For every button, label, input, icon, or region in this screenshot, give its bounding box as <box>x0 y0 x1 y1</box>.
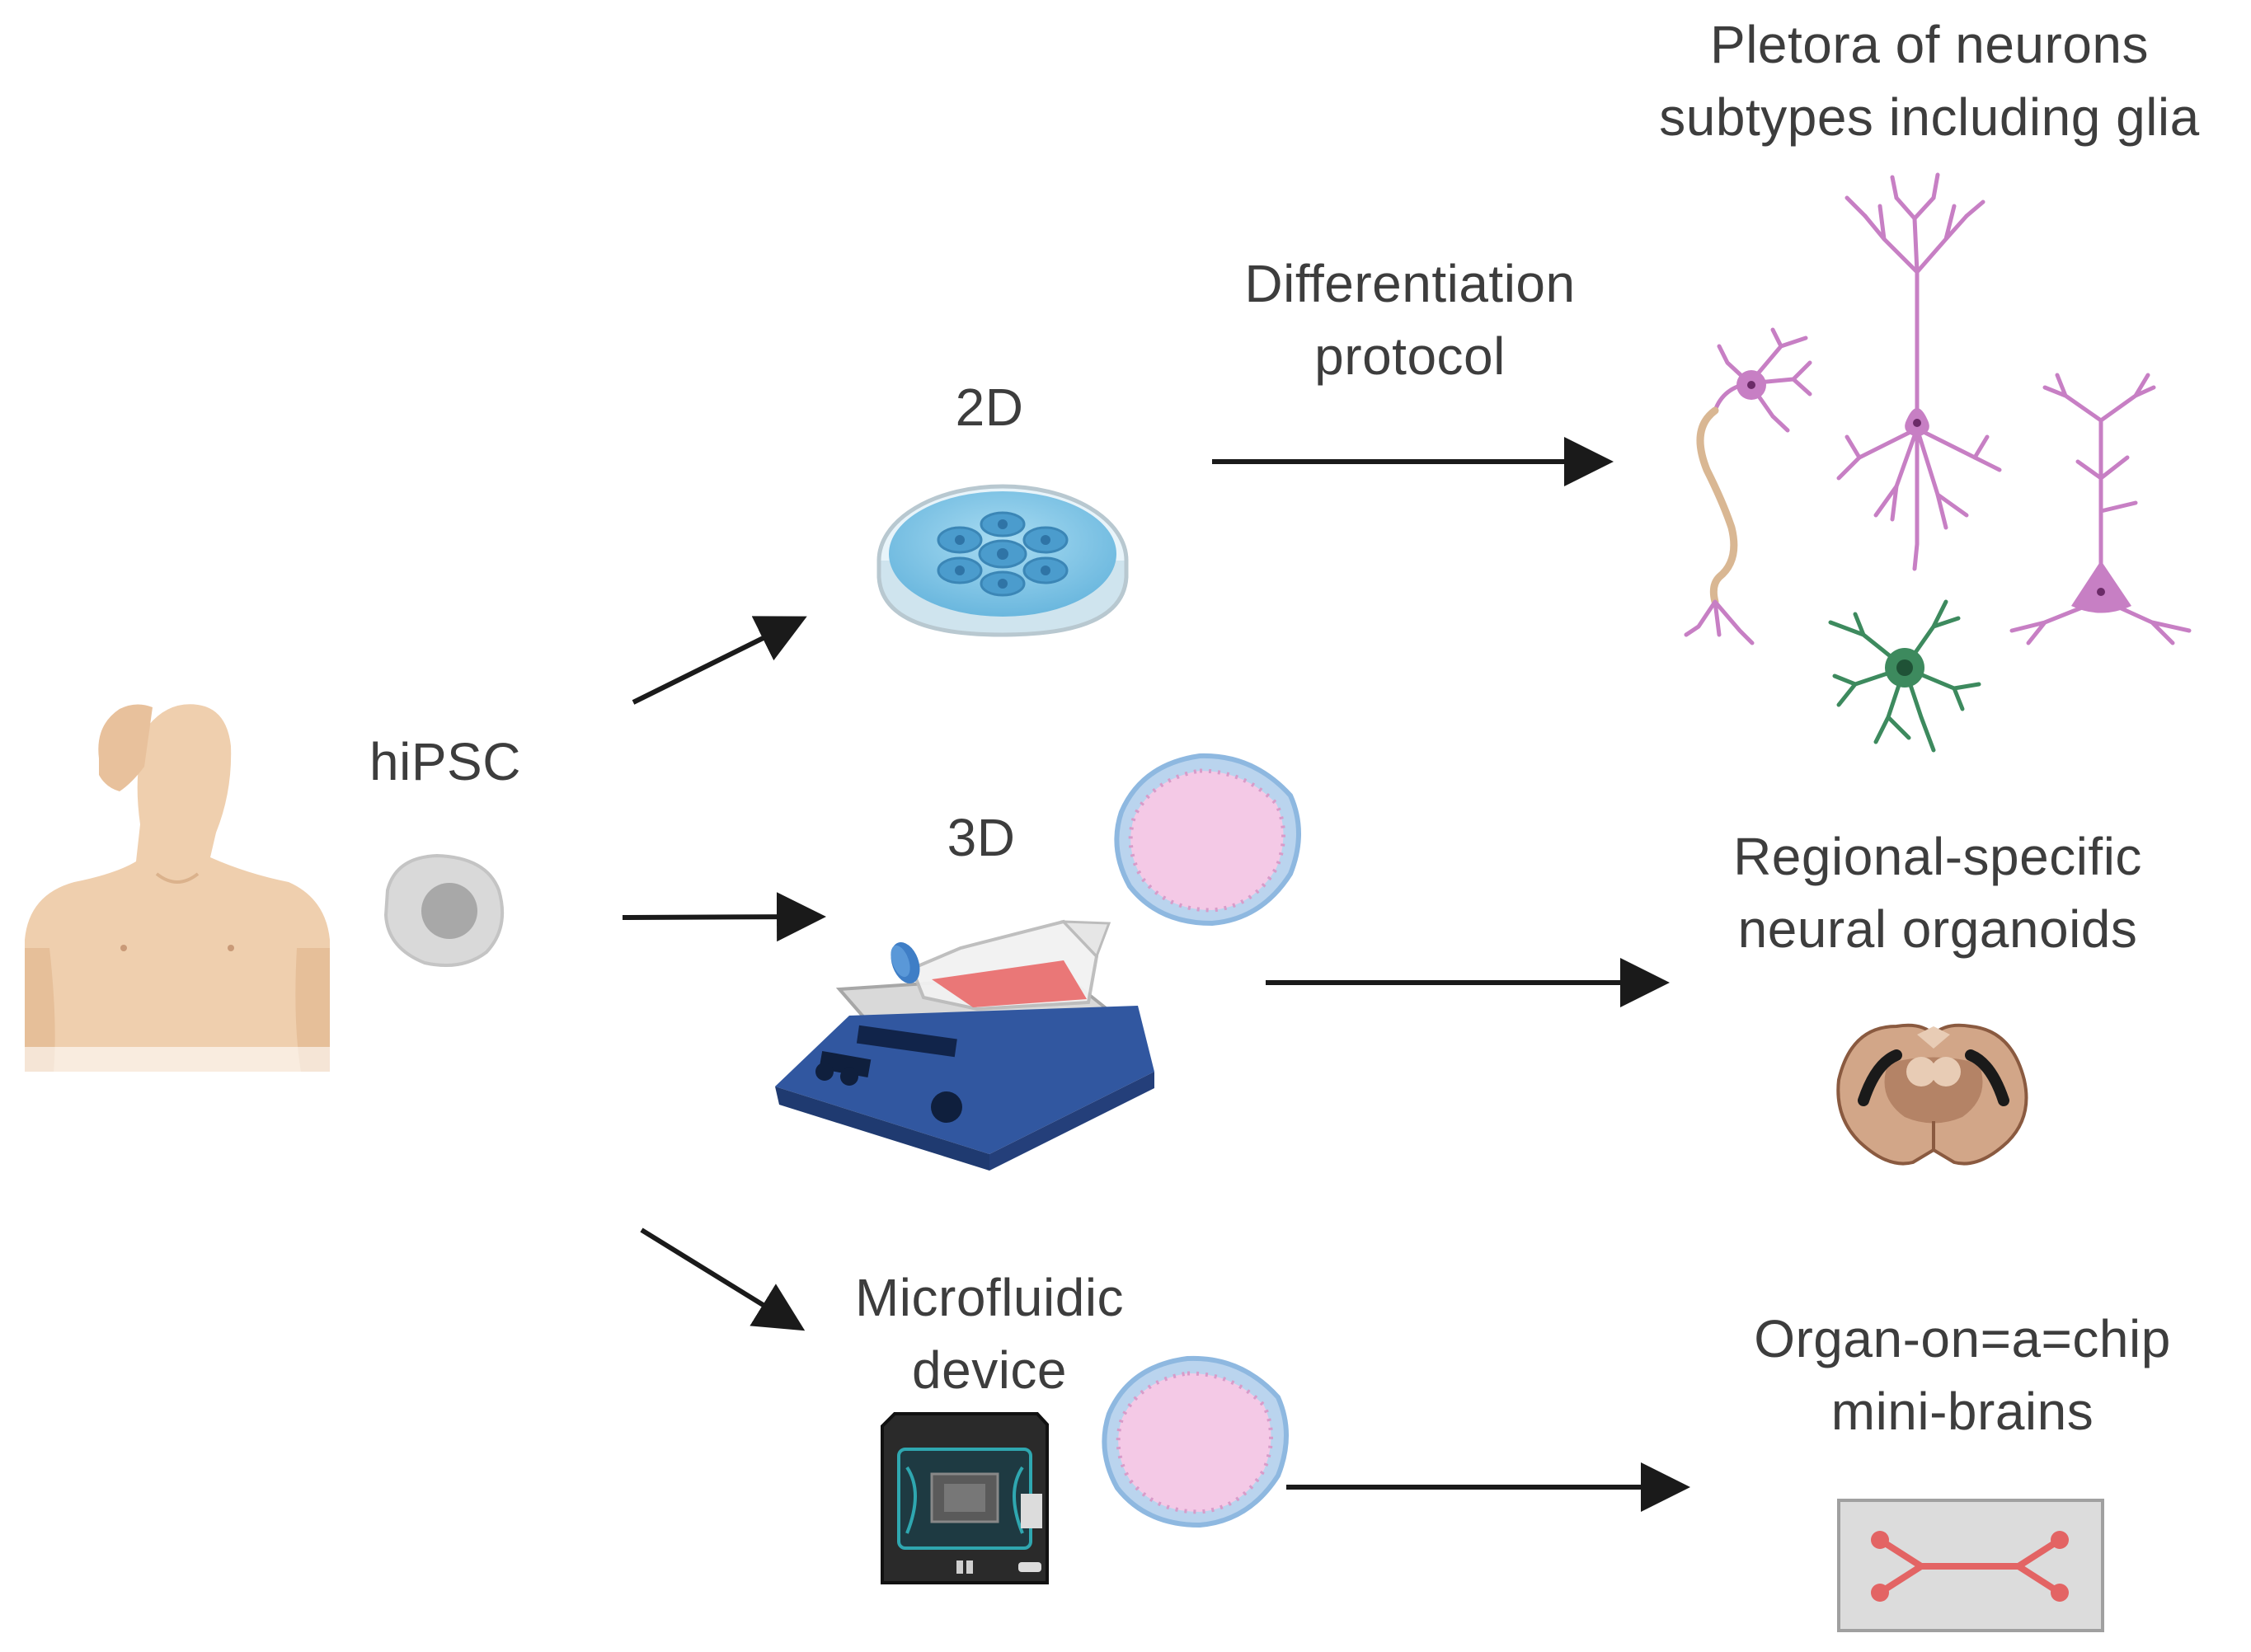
microfluidic-line-2: device <box>912 1340 1067 1400</box>
organoid-icon <box>1114 753 1301 927</box>
organoids-line-1: Regional-specific <box>1733 827 2142 886</box>
neuron-icon <box>1836 172 2002 571</box>
axon-terminal-icon <box>1684 599 1755 645</box>
petri-dish-icon <box>876 484 1129 637</box>
neuron-icon <box>2009 373 2192 645</box>
organ-chip-line-1: Organ-on=a=chip <box>1754 1309 2171 1368</box>
neurons-line-1: Pletora of neurons <box>1710 15 2149 74</box>
3d-label-text: 3D <box>947 808 1016 867</box>
neurons-subtypes-label: Pletora of neurons subtypes including gl… <box>1608 8 2251 153</box>
differentiation-protocol-label: Differentiation protocol <box>1187 247 1633 392</box>
3d-label: 3D <box>899 801 1064 874</box>
2d-label: 2D <box>907 371 1072 444</box>
hipsc-label-text: hiPSC <box>369 732 521 791</box>
regional-organoids-label: Regional-specific neural organoids <box>1649 820 2226 965</box>
neurons-line-2: subtypes including glia <box>1659 87 2200 147</box>
axon-icon <box>1696 406 1738 606</box>
arrow-to-2d <box>632 616 807 705</box>
organ-chip-line-2: mini-brains <box>1830 1382 2094 1441</box>
microfluidic-line-1: Microfluidic <box>854 1268 1125 1327</box>
organoids-line-2: neural organoids <box>1737 899 2138 959</box>
brain-section-icon <box>1836 1023 2028 1166</box>
stem-cell-icon <box>383 853 505 968</box>
orbital-shaker-flask-icon <box>775 919 1154 1171</box>
arrows <box>622 437 1690 1512</box>
microfluidic-device-label: Microfluidic device <box>808 1261 1171 1406</box>
differentiation-line-2: protocol <box>1314 326 1506 386</box>
arrow-to-microfluidic <box>640 1227 806 1331</box>
differentiation-line-1: Differentiation <box>1244 254 1576 313</box>
microfluidic-device-icon <box>881 1412 1049 1584</box>
organ-on-chip-label: Organ-on=a=chip mini-brains <box>1674 1302 2251 1448</box>
neuron-soma-icon <box>2071 561 2131 613</box>
arrow-to-3d <box>622 892 826 942</box>
chip-icon <box>1837 1499 2104 1632</box>
human-torso-icon <box>16 704 346 1080</box>
organoid-icon <box>1102 1355 1289 1528</box>
2d-label-text: 2D <box>955 378 1024 437</box>
hipsc-label: hiPSC <box>346 725 544 798</box>
